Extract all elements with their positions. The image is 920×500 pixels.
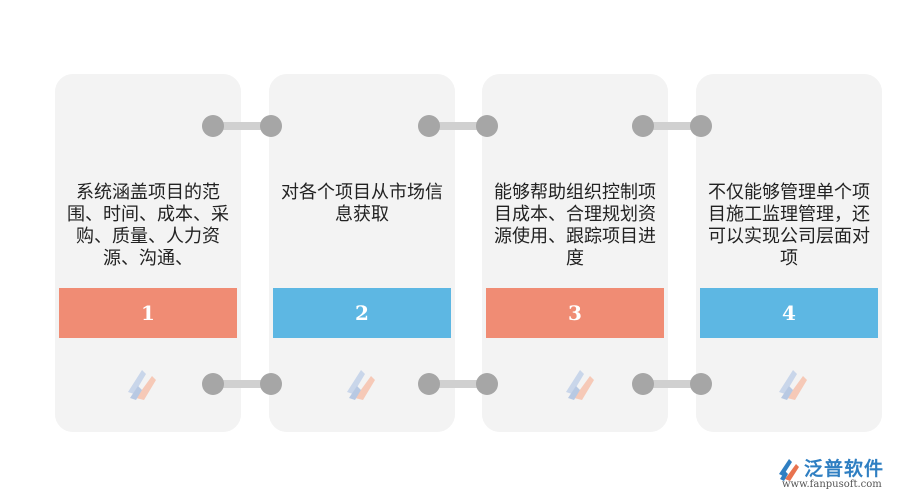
step-number-band: 1 [59, 288, 237, 338]
ring-icon [690, 115, 712, 137]
ring-icon [202, 115, 224, 137]
connector-bottom-2-3 [418, 373, 498, 395]
ring-icon [418, 373, 440, 395]
watermark-logo-icon [566, 370, 594, 400]
step-description: 对各个项目从市场信息获取 [281, 182, 443, 225]
brand-logo-icon [779, 459, 799, 481]
watermark-logo-icon [779, 370, 807, 400]
step-number-band: 4 [700, 288, 878, 338]
connector-bottom-1-2 [202, 373, 282, 395]
brand-name: 泛普软件 [804, 458, 885, 480]
connector-rod [213, 122, 271, 130]
connector-rod [429, 380, 487, 388]
watermark-logo-icon [128, 370, 156, 400]
connector-top-2-3 [418, 115, 498, 137]
ring-icon [476, 115, 498, 137]
connector-rod [643, 122, 701, 130]
card-upper [269, 74, 455, 286]
step-description: 系统涵盖项目的范围、时间、成本、采购、质量、人力资源、沟通、 [67, 182, 229, 269]
step-description: 不仅能够管理单个项目施工监理管理，还可以实现公司层面对项 [708, 182, 870, 269]
connector-rod [429, 122, 487, 130]
card-upper [696, 74, 882, 286]
ring-icon [632, 115, 654, 137]
card-upper [482, 74, 668, 286]
connector-bottom-3-4 [632, 373, 712, 395]
ring-icon [260, 115, 282, 137]
ring-icon [690, 373, 712, 395]
step-description: 能够帮助组织控制项目成本、合理规划资源使用、跟踪项目进度 [494, 182, 656, 269]
ring-icon [202, 373, 224, 395]
ring-icon [260, 373, 282, 395]
ring-icon [418, 115, 440, 137]
ring-icon [476, 373, 498, 395]
connector-top-3-4 [632, 115, 712, 137]
card-upper [55, 74, 241, 286]
step-number-band: 2 [273, 288, 451, 338]
step-card-2: 对各个项目从市场信息获取 2 [269, 74, 455, 432]
step-number-band: 3 [486, 288, 664, 338]
connector-rod [643, 380, 701, 388]
ring-icon [632, 373, 654, 395]
brand-url: www.fanpusoft.com [782, 479, 882, 490]
step-card-4: 不仅能够管理单个项目施工监理管理，还可以实现公司层面对项 4 [696, 74, 882, 432]
watermark-logo-icon [347, 370, 375, 400]
brand-watermark: 泛普软件 www.fanpusoft.com [776, 452, 906, 492]
connector-rod [213, 380, 271, 388]
connector-top-1-2 [202, 115, 282, 137]
